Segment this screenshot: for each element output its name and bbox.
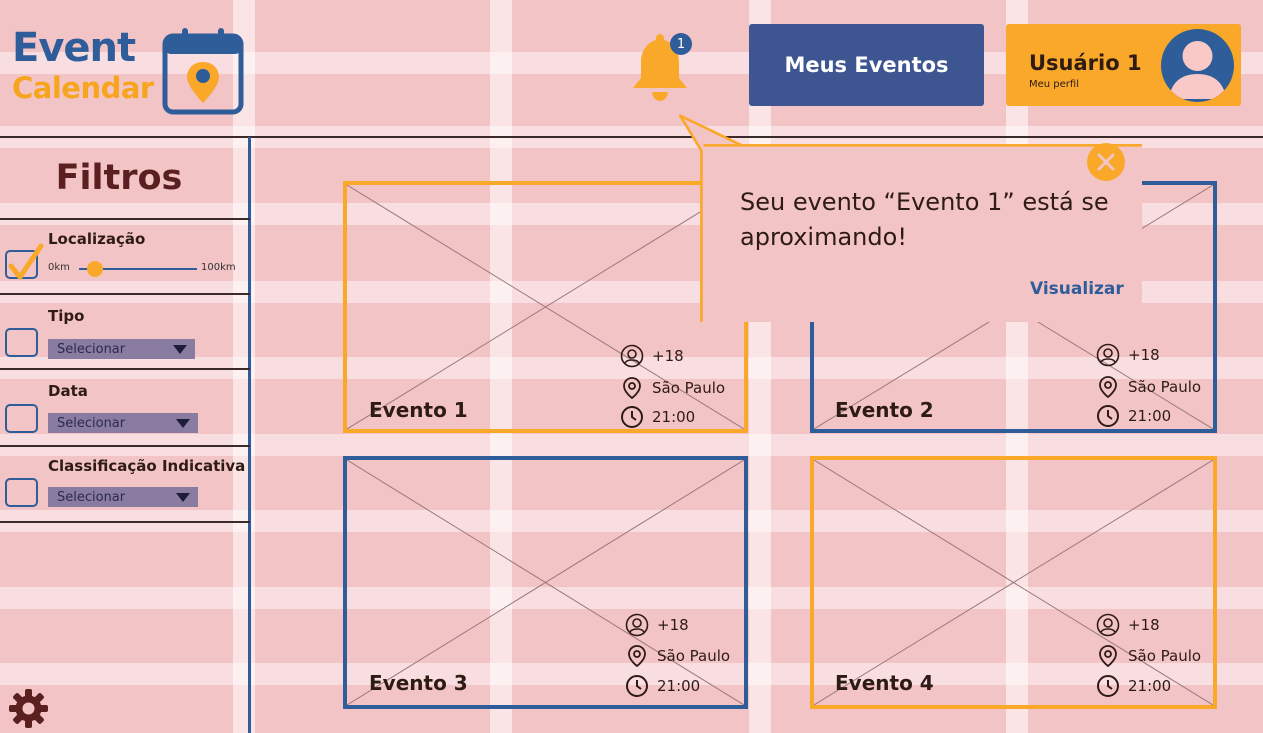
divider bbox=[0, 445, 250, 447]
clock-icon bbox=[626, 675, 648, 697]
event-age-rating: +18 bbox=[1128, 346, 1160, 364]
divider bbox=[0, 521, 250, 523]
event-time: 21:00 bbox=[657, 677, 701, 695]
notification-popup bbox=[678, 114, 1142, 322]
chevron-down-icon bbox=[173, 345, 187, 354]
logo-text-event: Event bbox=[12, 25, 136, 71]
event-age-rating: +18 bbox=[652, 347, 684, 365]
event-card[interactable]: Evento 4 +18 São Paulo 21:00 bbox=[810, 456, 1217, 709]
event-city: São Paulo bbox=[652, 379, 726, 397]
event-title: Evento 1 bbox=[369, 398, 468, 422]
event-age-rating: +18 bbox=[657, 616, 689, 634]
chevron-down-icon bbox=[176, 493, 190, 502]
distance-slider-thumb[interactable] bbox=[87, 261, 103, 277]
filter-date-label: Data bbox=[48, 382, 88, 400]
sidebar-divider bbox=[248, 137, 251, 733]
event-city: São Paulo bbox=[657, 647, 731, 665]
event-city: São Paulo bbox=[1128, 647, 1202, 665]
event-time: 21:00 bbox=[1128, 407, 1172, 425]
filter-rating-checkbox[interactable] bbox=[5, 478, 38, 507]
clock-icon bbox=[1097, 405, 1119, 427]
location-pin-icon bbox=[623, 377, 641, 400]
select-value: Selecionar bbox=[57, 489, 126, 505]
person-icon bbox=[620, 344, 644, 368]
clock-icon bbox=[1097, 675, 1119, 697]
logo-text-calendar: Calendar bbox=[12, 71, 154, 105]
filter-location-checkbox[interactable] bbox=[5, 243, 44, 280]
divider bbox=[0, 218, 250, 220]
notification-badge: 1 bbox=[670, 33, 692, 55]
person-icon bbox=[625, 613, 649, 637]
close-icon bbox=[1097, 153, 1115, 171]
header-divider bbox=[0, 136, 1263, 138]
popup-view-link[interactable]: Visualizar bbox=[1030, 279, 1124, 299]
range-min-label: 0km bbox=[48, 262, 70, 273]
location-pin-icon bbox=[1099, 376, 1117, 399]
filter-type-checkbox[interactable] bbox=[5, 328, 38, 357]
filter-location-label: Localização bbox=[48, 230, 146, 248]
location-pin-icon bbox=[1099, 645, 1117, 668]
close-button[interactable] bbox=[1087, 143, 1125, 181]
select-value: Selecionar bbox=[57, 415, 126, 431]
event-time: 21:00 bbox=[1128, 677, 1172, 695]
person-icon bbox=[1096, 343, 1120, 367]
event-time: 21:00 bbox=[652, 408, 696, 426]
location-pin-icon bbox=[628, 645, 646, 668]
filter-rating-label: Classificação Indicativa bbox=[48, 457, 246, 475]
filter-rating-select[interactable]: Selecionar bbox=[48, 487, 198, 507]
filter-date-checkbox[interactable] bbox=[5, 404, 38, 433]
filter-type-label: Tipo bbox=[48, 307, 85, 325]
avatar-icon bbox=[1161, 29, 1234, 102]
event-age-rating: +18 bbox=[1128, 616, 1160, 634]
event-city: São Paulo bbox=[1128, 378, 1202, 396]
event-title: Evento 4 bbox=[835, 671, 934, 695]
event-title: Evento 2 bbox=[835, 398, 934, 422]
select-value: Selecionar bbox=[57, 341, 126, 357]
filter-type-select[interactable]: Selecionar bbox=[48, 339, 195, 359]
event-card[interactable]: Evento 3 +18 São Paulo 21:00 bbox=[343, 456, 748, 709]
divider bbox=[0, 368, 250, 370]
filters-title: Filtros bbox=[55, 158, 183, 198]
range-max-label: 100km bbox=[201, 262, 236, 273]
user-name: Usuário 1 bbox=[1029, 51, 1142, 75]
gear-icon[interactable] bbox=[8, 688, 49, 729]
distance-slider-track[interactable] bbox=[79, 268, 197, 270]
filter-date-select[interactable]: Selecionar bbox=[48, 413, 198, 433]
calendar-pin-icon bbox=[162, 28, 244, 115]
divider bbox=[0, 293, 250, 295]
image-placeholder bbox=[347, 185, 744, 429]
event-title: Evento 3 bbox=[369, 671, 468, 695]
user-profile-link: Meu perfil bbox=[1029, 79, 1079, 90]
clock-icon bbox=[621, 406, 643, 428]
chevron-down-icon bbox=[176, 419, 190, 428]
user-profile-button[interactable]: Usuário 1 Meu perfil bbox=[1006, 24, 1241, 106]
popup-message: Seu evento “Evento 1” está se aproximand… bbox=[740, 188, 1109, 251]
image-placeholder bbox=[814, 460, 1213, 705]
check-icon bbox=[8, 243, 44, 280]
person-icon bbox=[1096, 613, 1120, 637]
image-placeholder bbox=[347, 460, 744, 705]
my-events-button[interactable]: Meus Eventos bbox=[749, 24, 984, 106]
